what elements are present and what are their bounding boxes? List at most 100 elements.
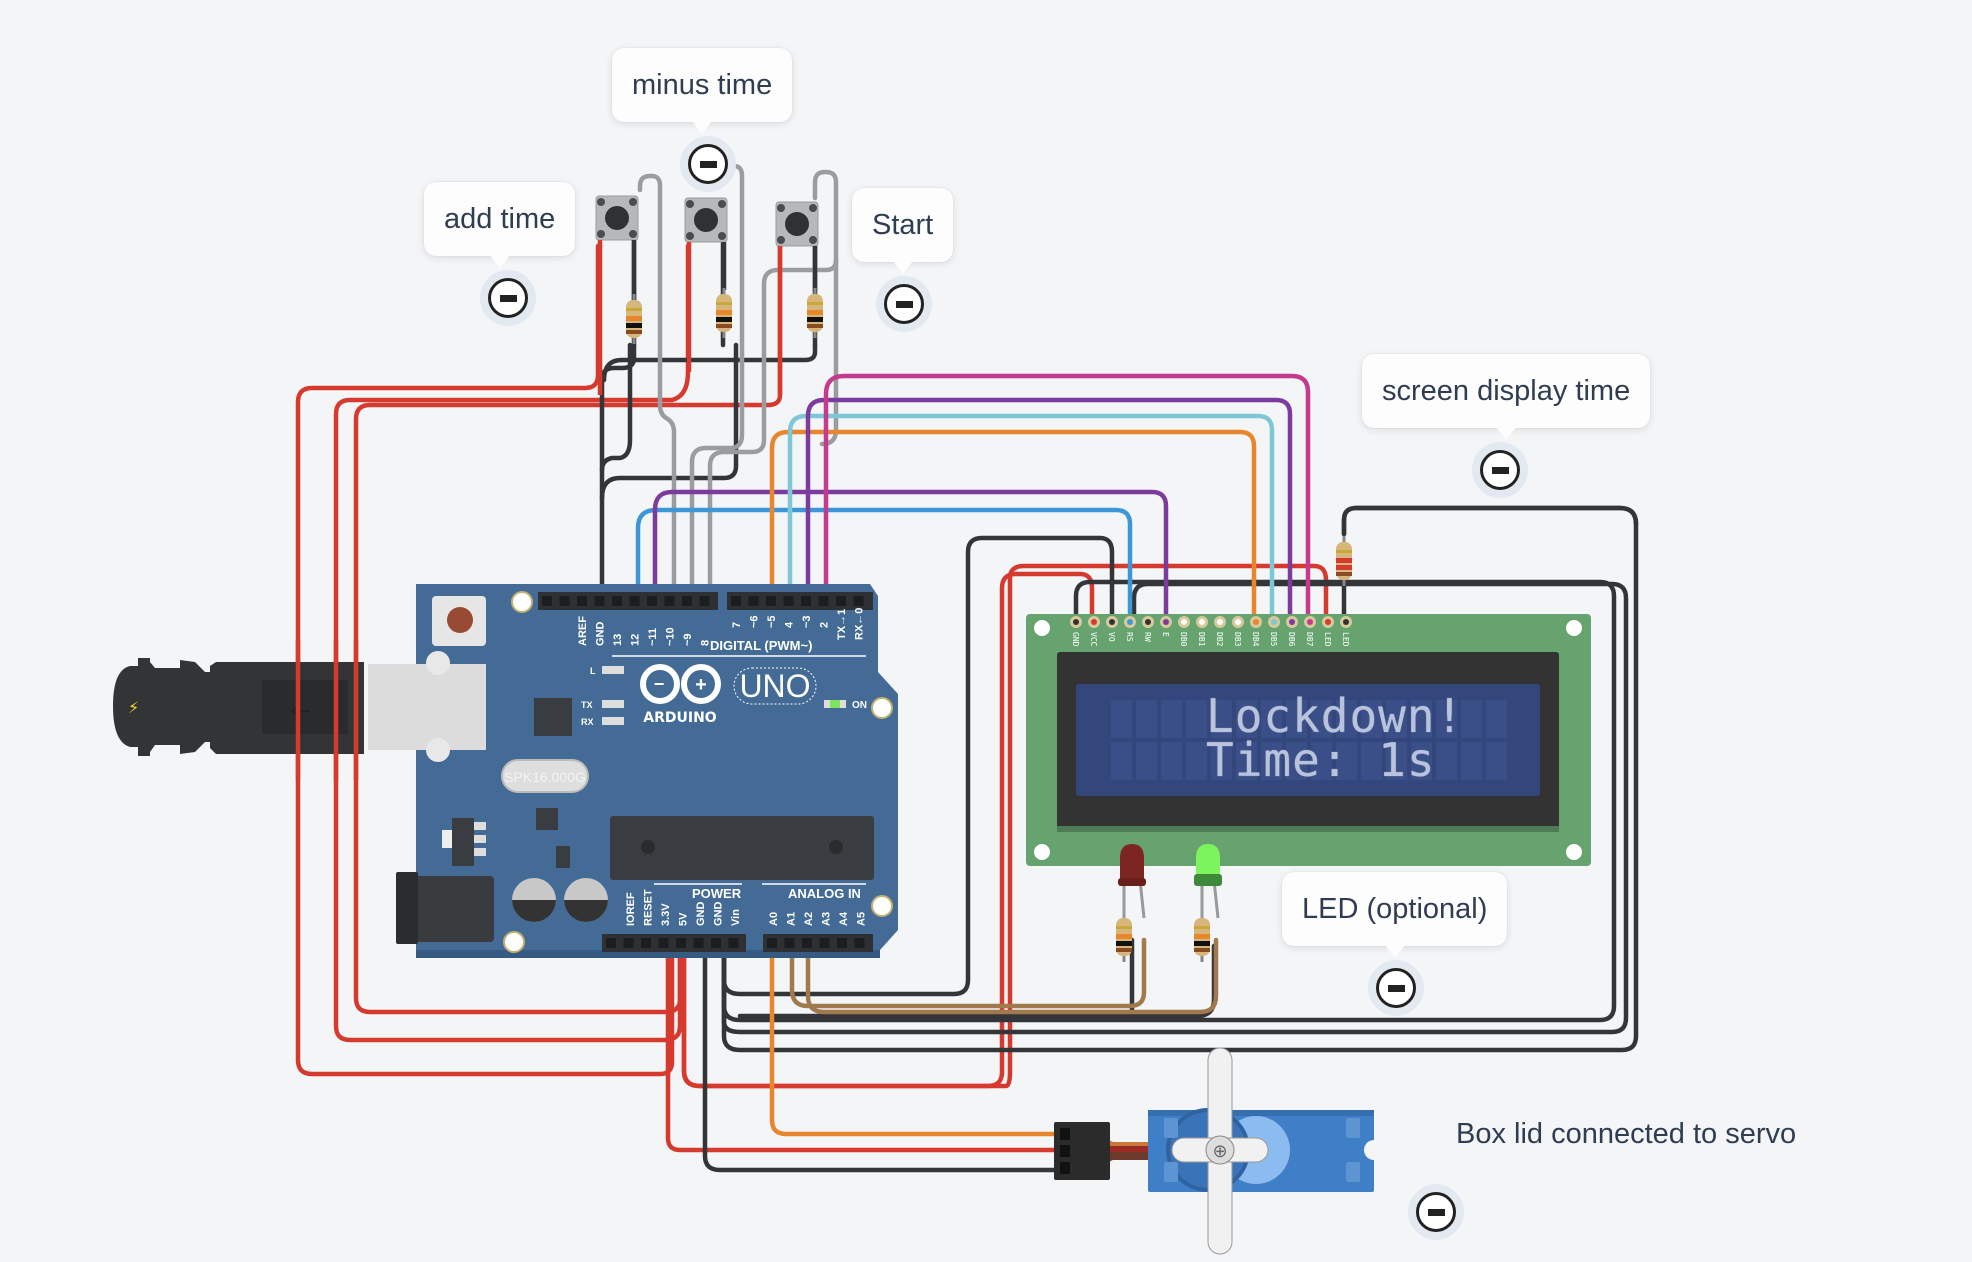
lcd-cell	[1411, 700, 1432, 738]
resistor[interactable]	[626, 294, 642, 344]
lcd-cell	[1386, 742, 1407, 780]
wire-black[interactable]	[599, 342, 633, 473]
digital-pin-label: ~6	[749, 615, 761, 628]
wire-red[interactable]	[665, 939, 1061, 1153]
lcd-pin-label: LED	[1341, 632, 1350, 647]
digital-pin-label: RX←0	[854, 608, 866, 640]
lcd-cell	[1236, 700, 1257, 738]
wire-black[interactable]	[721, 535, 1115, 997]
lcd-cell	[1186, 742, 1207, 780]
digital-pin-label: 7	[731, 622, 743, 628]
wires	[295, 163, 1639, 1173]
lcd-pin-label: DB0	[1179, 632, 1188, 647]
pushbutton-minus-time[interactable]	[684, 197, 728, 243]
note-minus-time[interactable]: minus time	[612, 48, 793, 134]
wire-black[interactable]	[1341, 505, 1639, 537]
servo-motor[interactable]: ⊕	[1054, 1047, 1374, 1255]
wire-orange[interactable]	[769, 939, 1061, 1137]
wire-purple[interactable]	[652, 489, 1169, 623]
note-pin-minus-time[interactable]	[680, 136, 736, 192]
svg-text:−: −	[654, 674, 665, 694]
note-pin-screen-display-time[interactable]	[1472, 442, 1528, 498]
lcd-pin-label: RW	[1143, 632, 1152, 642]
resistor[interactable]	[716, 288, 732, 338]
wire-black[interactable]	[721, 579, 1617, 1023]
lcd-cell	[1136, 742, 1157, 780]
digital-pin-label: ~9	[682, 633, 694, 646]
wire-blue[interactable]	[635, 507, 1133, 623]
lcd-cell	[1136, 700, 1157, 738]
lcd-cell	[1436, 700, 1457, 738]
digital-pin-label: ~11	[647, 628, 659, 646]
lcd-line-1: Lockdown!	[1206, 689, 1465, 743]
minus-circle-icon	[1376, 968, 1416, 1008]
header-sockets	[542, 596, 865, 948]
note-led-optional[interactable]: LED (optional)	[1282, 872, 1508, 958]
lcd-cells	[1111, 700, 1507, 780]
note-box-lid[interactable]: Box lid connected to servo	[1456, 1120, 1796, 1149]
note-pin-start[interactable]	[876, 276, 932, 332]
wire-gray[interactable]	[637, 173, 677, 601]
resistor[interactable]	[807, 288, 823, 338]
rx-label: RX	[581, 717, 594, 727]
analog-pin-label: A1	[786, 912, 798, 926]
minus-circle-icon	[1480, 450, 1520, 490]
note-start[interactable]: Start	[852, 188, 954, 274]
resistor[interactable]	[1116, 912, 1132, 962]
arduino-model: UNO	[739, 668, 810, 704]
wire-red[interactable]	[681, 563, 1329, 1089]
lcd-cell	[1261, 700, 1282, 738]
wire-orange[interactable]	[769, 429, 1257, 623]
resistor[interactable]	[1194, 912, 1210, 962]
digital-pin-label: ~3	[801, 615, 813, 628]
on-label: ON	[852, 700, 867, 711]
wire-black[interactable]	[702, 939, 1061, 1173]
screw-icon: ⊕	[1212, 1141, 1227, 1162]
note-add-time[interactable]: add time	[424, 182, 576, 268]
power-header[interactable]	[602, 934, 746, 952]
lcd-cell	[1386, 700, 1407, 738]
lcd-pin-label: E	[1161, 632, 1170, 637]
wire-black[interactable]	[721, 581, 1629, 1035]
led-red[interactable]	[1118, 844, 1146, 919]
lcd-cell	[1336, 700, 1357, 738]
power-pin-label: 3.3V	[660, 903, 672, 926]
l-label: L	[590, 666, 596, 676]
lcd-pin-label: DB3	[1233, 632, 1242, 647]
power-pin-label: 5V	[678, 912, 690, 926]
led-green[interactable]	[1194, 844, 1222, 919]
lcd-pin-label: GND	[1071, 632, 1080, 647]
wire-brown[interactable]	[789, 937, 1147, 1009]
wire-gray[interactable]	[707, 169, 839, 601]
note-text: LED (optional)	[1302, 893, 1488, 925]
wire-black[interactable]	[601, 342, 818, 383]
pushbutton-add-time[interactable]	[595, 195, 639, 241]
arduino-uno-board[interactable]: SPK16.000G − + ARDUINO UNO ON	[368, 584, 898, 958]
lcd-pin-label: LED	[1323, 632, 1332, 647]
wires-over-usb	[295, 640, 359, 780]
note-screen-display-time[interactable]: screen display time	[1362, 354, 1651, 440]
pushbutton-start[interactable]	[775, 201, 819, 247]
note-pin-box-lid[interactable]	[1408, 1184, 1464, 1240]
wire-cyan[interactable]	[787, 413, 1275, 623]
digital-pin-label: AREF	[577, 616, 589, 646]
tx-label: TX	[581, 700, 593, 710]
power-bolt-icon: ⚡	[128, 698, 139, 717]
usb-icon: ⭠	[290, 695, 311, 725]
wire-purple[interactable]	[805, 397, 1293, 623]
wire-magenta[interactable]	[823, 373, 1311, 623]
resistor[interactable]	[1336, 536, 1352, 586]
usb-cable[interactable]: ⚡ ⭠	[113, 658, 364, 756]
minus-circle-icon	[688, 144, 728, 184]
wire-black[interactable]	[599, 342, 739, 501]
wire-brown[interactable]	[805, 937, 1219, 1015]
lcd-cell	[1211, 700, 1232, 738]
lcd-pin-label: DB2	[1215, 632, 1224, 647]
note-pin-add-time[interactable]	[480, 270, 536, 326]
note-pin-led-optional[interactable]	[1368, 960, 1424, 1016]
crystal	[501, 759, 589, 793]
